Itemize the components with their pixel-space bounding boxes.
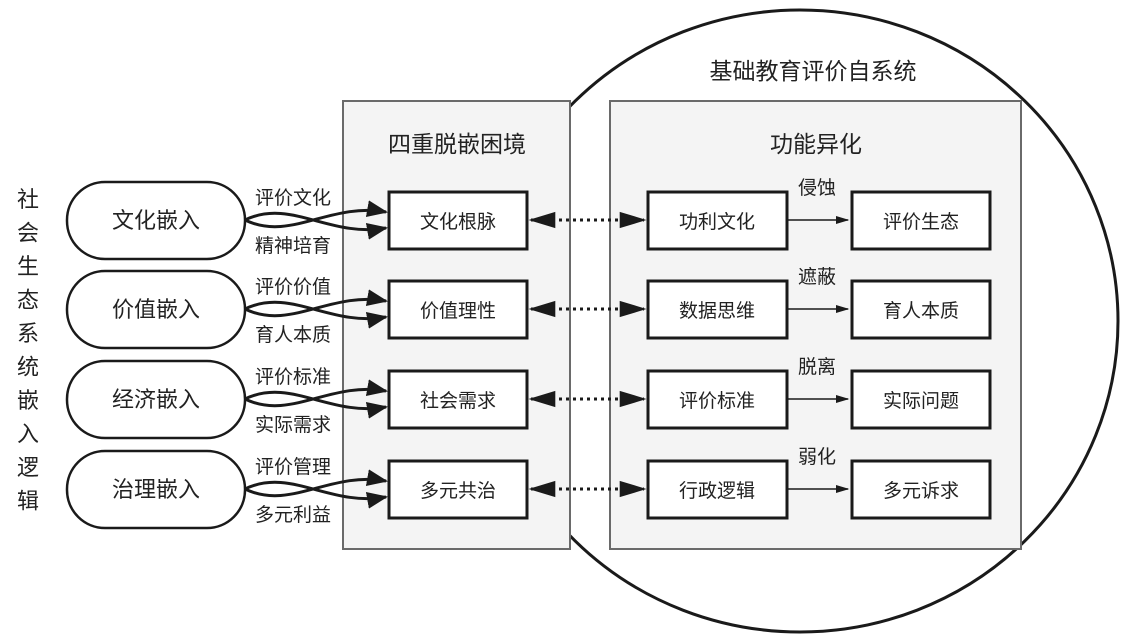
embedding-lower-label: 多元利益 [255, 504, 331, 526]
alienation-target-box [850, 190, 992, 251]
effect-verb: 侵蚀 [798, 177, 836, 199]
left-label-char: 会 [17, 222, 39, 247]
embedding-lower-label: 实际需求 [255, 414, 331, 436]
alienation-target-label: 评价生态 [883, 211, 959, 233]
embedding-label: 价值嵌入 [112, 298, 200, 323]
embedding-label: 文化嵌入 [112, 209, 200, 234]
right-panel-title: 功能异化 [770, 132, 862, 158]
dilemma-label: 文化根脉 [420, 211, 496, 233]
dilemma-box [387, 459, 529, 520]
crossing-arrow [244, 200, 389, 229]
alienation-source-label: 数据思维 [679, 300, 755, 322]
embedding-label: 经济嵌入 [112, 388, 200, 413]
crossing-arrow [244, 289, 389, 318]
left-label-char: 入 [17, 423, 39, 448]
alienation-target-label: 育人本质 [883, 300, 959, 322]
left-label-char: 辑 [17, 490, 39, 515]
embedding-upper-label: 评价标准 [255, 366, 331, 388]
alienation-source-box [646, 459, 789, 520]
alienation-source-label: 评价标准 [679, 390, 755, 412]
left-label-char: 嵌 [17, 389, 39, 414]
alienation-source-box [646, 279, 789, 340]
embedding-upper-label: 评价价值 [255, 276, 331, 298]
alienation-source-label: 行政逻辑 [679, 480, 755, 502]
system-title: 基础教育评价自系统 [710, 59, 917, 85]
alienation-source-box [646, 190, 789, 251]
left-label-char: 统 [17, 356, 39, 381]
crossing-arrow [244, 469, 389, 498]
alienation-source-label: 功利文化 [679, 211, 755, 233]
middle-panel-title: 四重脱嵌困境 [388, 132, 526, 158]
left-label-char: 态 [17, 289, 39, 314]
left-label-char: 逻 [17, 456, 39, 481]
effect-verb: 遮蔽 [798, 266, 836, 288]
dilemma-box [387, 279, 529, 340]
embedding-upper-label: 评价管理 [255, 456, 331, 478]
dilemma-box [387, 190, 529, 251]
effect-verb: 脱离 [798, 356, 836, 378]
crossing-arrow [244, 379, 389, 408]
alienation-target-box [850, 279, 992, 340]
dilemma-label: 价值理性 [420, 300, 496, 322]
alienation-target-box [850, 369, 992, 430]
alienation-target-label: 多元诉求 [883, 480, 959, 502]
embedding-lower-label: 精神培育 [255, 235, 331, 257]
embedding-label: 治理嵌入 [112, 478, 200, 503]
alienation-target-label: 实际问题 [883, 390, 959, 412]
left-label-char: 社 [17, 188, 39, 213]
alienation-target-box [850, 459, 992, 520]
embedding-lower-label: 育人本质 [255, 324, 331, 346]
left-label-char: 生 [17, 255, 39, 280]
embedding-upper-label: 评价文化 [255, 187, 331, 209]
dilemma-box [387, 369, 529, 430]
alienation-source-box [646, 369, 789, 430]
effect-verb: 弱化 [798, 446, 836, 468]
dilemma-label: 社会需求 [420, 390, 496, 412]
left-label-char: 系 [17, 322, 39, 347]
dilemma-label: 多元共治 [420, 480, 496, 502]
